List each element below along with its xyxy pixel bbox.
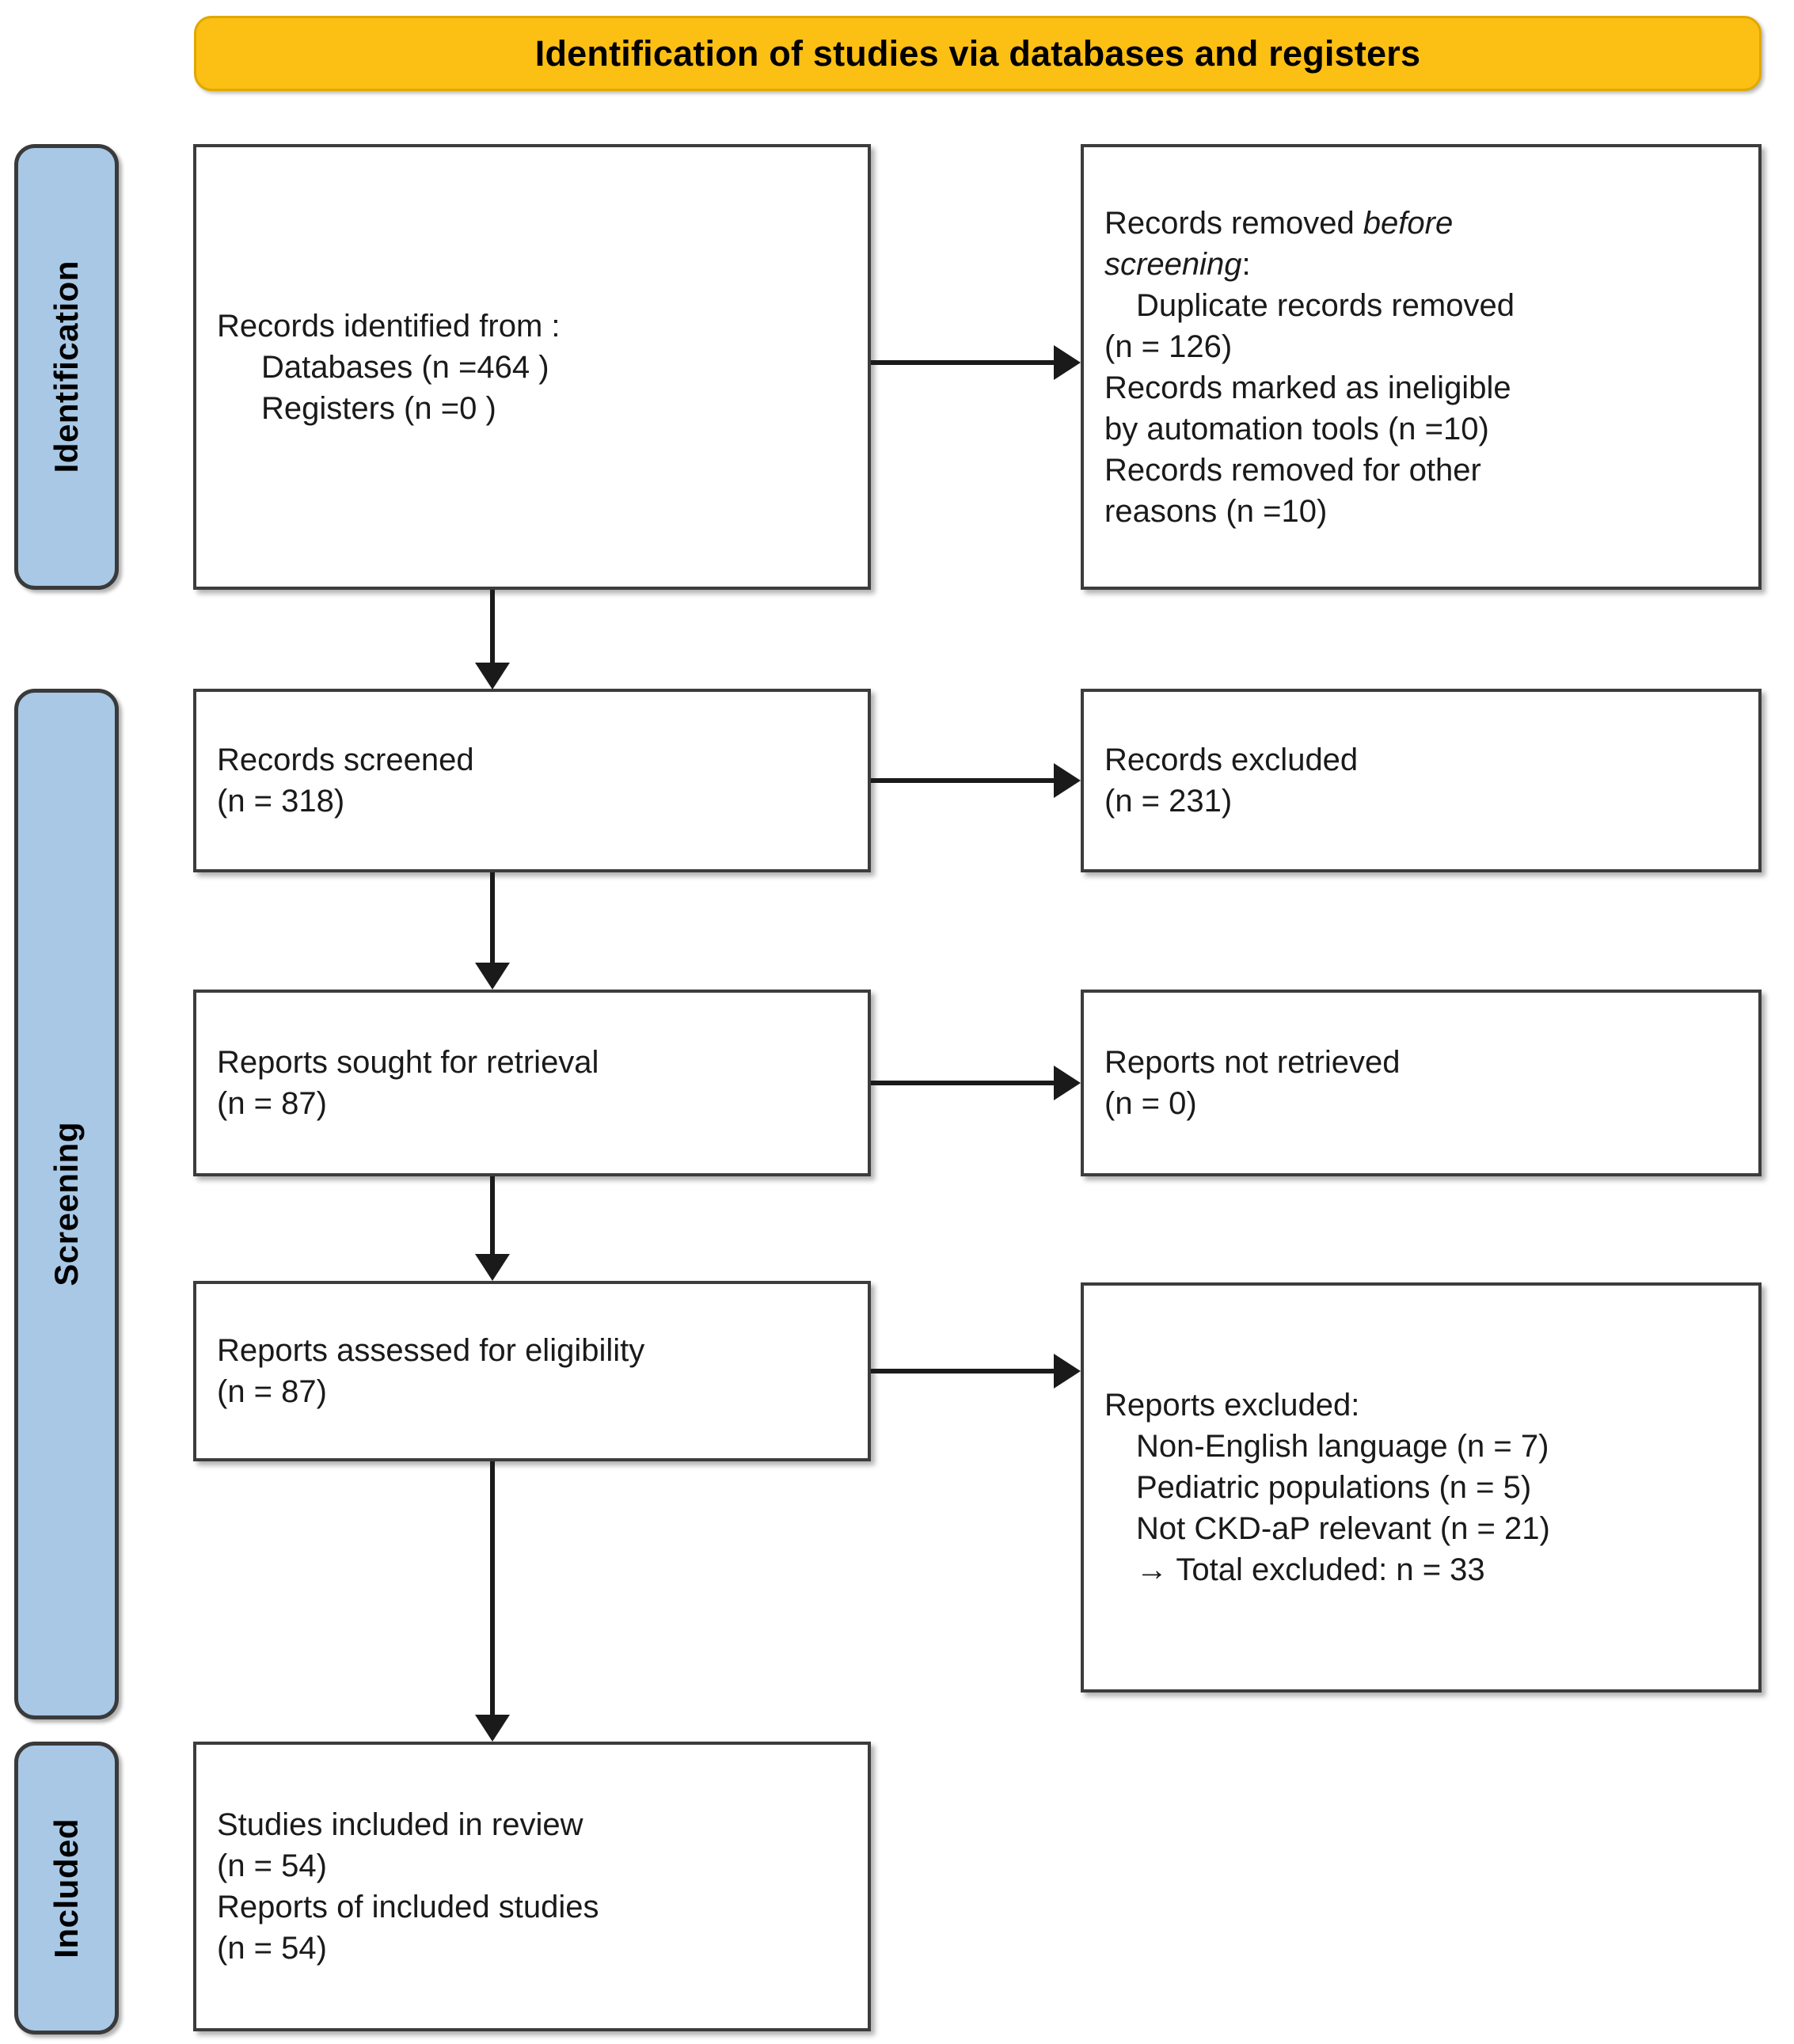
arrow-shaft bbox=[871, 778, 1055, 783]
records-identified-databases: Databases (n =464 ) bbox=[261, 349, 549, 385]
reports-not-retrieved-count: (n = 0) bbox=[1104, 1086, 1197, 1121]
arrow-head-right-icon bbox=[1054, 763, 1081, 798]
node-studies-included: Studies included in review (n = 54) Repo… bbox=[193, 1742, 871, 2031]
stage-bar-screening: Screening bbox=[14, 689, 119, 1719]
arrow-shaft bbox=[490, 872, 495, 963]
stage-label-included: Included bbox=[48, 1818, 85, 1959]
reports-assessed-count: (n = 87) bbox=[217, 1374, 327, 1409]
reports-assessed-label: Reports assessed for eligibility bbox=[217, 1333, 645, 1368]
arrow-right-sought-to-not-retrieved bbox=[871, 1064, 1081, 1102]
reports-excluded-non-english: Non-English language (n = 7) bbox=[1136, 1429, 1549, 1464]
removed-before-prefix: Records removed bbox=[1104, 205, 1363, 241]
removed-before-ineligible: Records marked as ineligible bbox=[1104, 370, 1511, 405]
records-excluded-count: (n = 231) bbox=[1104, 784, 1233, 819]
node-records-identified: Records identified from : Databases (n =… bbox=[193, 144, 871, 590]
removed-before-automation: by automation tools (n =10) bbox=[1104, 411, 1489, 446]
reports-excluded-pediatric: Pediatric populations (n = 5) bbox=[1136, 1470, 1532, 1505]
node-reports-assessed-for-eligibility: Reports assessed for eligibility (n = 87… bbox=[193, 1281, 871, 1461]
node-reports-sought-for-retrieval: Reports sought for retrieval (n = 87) bbox=[193, 990, 871, 1176]
arrow-head-right-icon bbox=[1054, 345, 1081, 380]
records-screened-count: (n = 318) bbox=[217, 784, 345, 819]
arrow-head-down-icon bbox=[475, 963, 510, 990]
arrow-head-down-icon bbox=[475, 1254, 510, 1281]
arrow-shaft bbox=[871, 360, 1055, 365]
node-reports-excluded: Reports excluded: Non-English language (… bbox=[1081, 1282, 1762, 1693]
diagram-header-banner: Identification of studies via databases … bbox=[194, 16, 1762, 91]
reports-excluded-label: Reports excluded: bbox=[1104, 1388, 1360, 1423]
reports-of-included-label: Reports of included studies bbox=[217, 1890, 599, 1924]
records-identified-registers: Registers (n =0 ) bbox=[261, 390, 496, 426]
stage-bar-included: Included bbox=[14, 1742, 119, 2035]
reports-excluded-total: → Total excluded: n = 33 bbox=[1136, 1552, 1485, 1587]
studies-included-label: Studies included in review bbox=[217, 1807, 583, 1842]
arrow-shaft bbox=[490, 590, 495, 663]
removed-before-emphasis-screening: screening bbox=[1104, 246, 1242, 282]
stage-bar-identification: Identification bbox=[14, 144, 119, 590]
arrow-down-screened-to-sought bbox=[469, 872, 516, 990]
removed-before-duplicates: Duplicate records removed bbox=[1136, 287, 1515, 323]
removed-before-other: Records removed for other bbox=[1104, 452, 1481, 488]
diagram-title: Identification of studies via databases … bbox=[534, 32, 1421, 74]
arrow-right-identified-to-removed bbox=[871, 344, 1081, 382]
node-records-removed-before-screening: Records removed before screening: Duplic… bbox=[1081, 144, 1762, 590]
removed-before-emphasis-before: before bbox=[1363, 205, 1454, 241]
node-records-excluded: Records excluded (n = 231) bbox=[1081, 689, 1762, 872]
arrow-down-identified-to-screened bbox=[469, 590, 516, 690]
reports-sought-count: (n = 87) bbox=[217, 1086, 327, 1121]
node-records-screened: Records screened (n = 318) bbox=[193, 689, 871, 872]
arrow-head-right-icon bbox=[1054, 1066, 1081, 1100]
removed-before-colon: : bbox=[1241, 246, 1251, 282]
arrow-shaft bbox=[871, 1369, 1055, 1373]
reports-not-retrieved-label: Reports not retrieved bbox=[1104, 1045, 1401, 1080]
records-identified-line-1: Records identified from : bbox=[217, 308, 561, 344]
removed-before-line-2: screening: bbox=[1104, 244, 1738, 285]
stage-label-screening: Screening bbox=[48, 1122, 85, 1286]
arrow-right-assessed-to-reports-excluded bbox=[871, 1352, 1081, 1390]
reports-sought-label: Reports sought for retrieval bbox=[217, 1045, 599, 1080]
reports-excluded-not-relevant: Not CKD-aP relevant (n = 21) bbox=[1136, 1511, 1550, 1546]
arrow-down-assessed-to-included bbox=[469, 1461, 516, 1742]
arrow-shaft bbox=[490, 1176, 495, 1254]
records-screened-label: Records screened bbox=[217, 743, 474, 777]
stage-label-identification: Identification bbox=[48, 260, 85, 473]
node-reports-not-retrieved: Reports not retrieved (n = 0) bbox=[1081, 990, 1762, 1176]
reports-of-included-count: (n = 54) bbox=[217, 1931, 327, 1966]
arrow-right-screened-to-excluded bbox=[871, 762, 1081, 800]
arrow-head-right-icon bbox=[1054, 1354, 1081, 1389]
arrow-shaft bbox=[490, 1461, 495, 1715]
records-excluded-label: Records excluded bbox=[1104, 743, 1359, 777]
removed-before-duplicates-count: (n = 126) bbox=[1104, 329, 1233, 364]
arrow-shaft bbox=[871, 1081, 1055, 1085]
removed-before-other-count: reasons (n =10) bbox=[1104, 493, 1328, 529]
removed-before-line-1: Records removed before bbox=[1104, 203, 1738, 244]
arrow-head-down-icon bbox=[475, 1715, 510, 1742]
arrow-head-down-icon bbox=[475, 663, 510, 690]
arrow-down-sought-to-assessed bbox=[469, 1176, 516, 1281]
studies-included-count: (n = 54) bbox=[217, 1848, 327, 1883]
